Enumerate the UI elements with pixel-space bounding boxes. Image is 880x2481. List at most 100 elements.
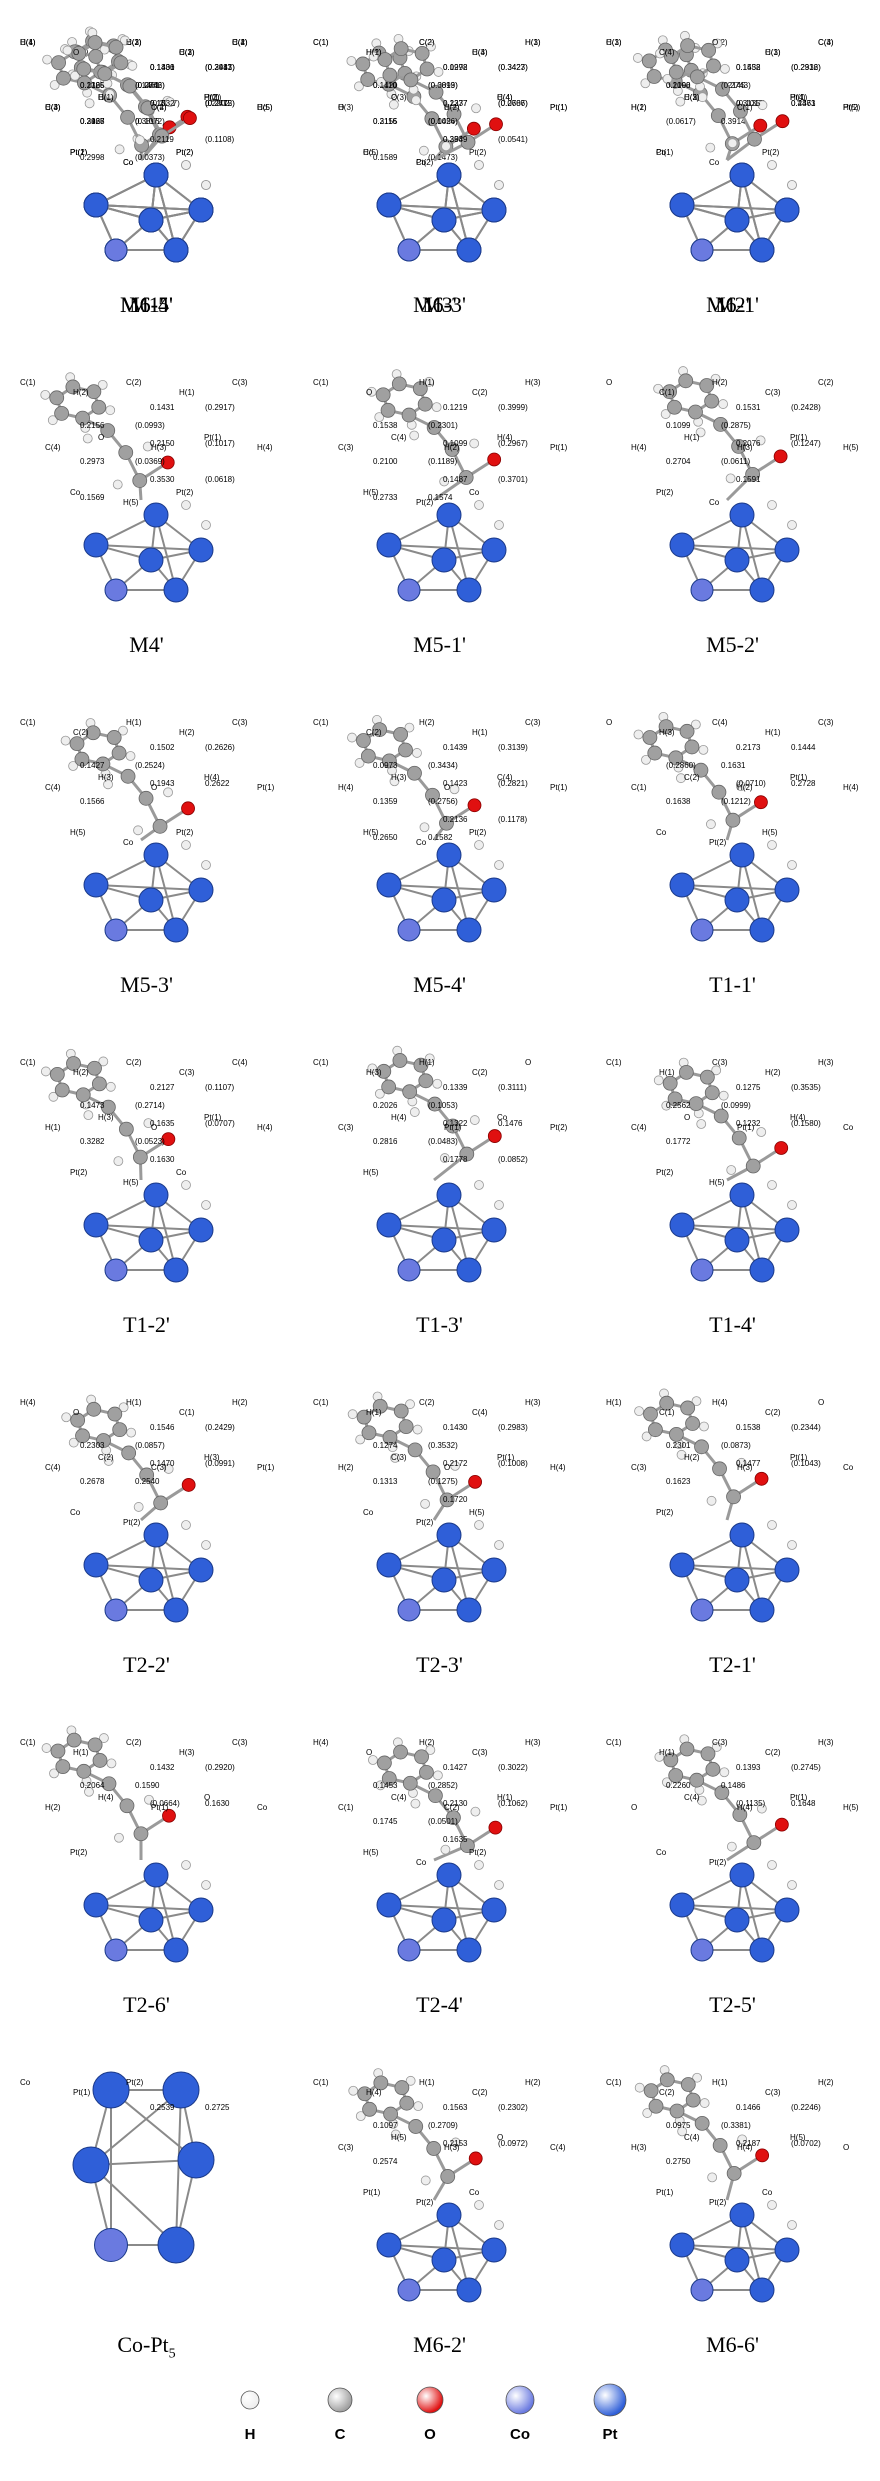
bond-value: (0.2316)	[791, 63, 821, 72]
atom-label: H(1)	[419, 378, 435, 387]
atom-label: H(1)	[659, 1748, 675, 1757]
bond-value: 0.1431	[150, 63, 175, 72]
cluster-bond	[90, 2089, 182, 2166]
bond-value: (0.0702)	[791, 2139, 821, 2148]
atom-label: C(3)	[232, 378, 248, 387]
atom-label: C(1)	[20, 1058, 36, 1067]
platinum-atom	[436, 842, 462, 868]
atom-label: H(2)	[712, 378, 728, 387]
platinum-atom	[724, 2247, 750, 2273]
molecule-structure: C(1)H(2)C(2)H(1)C(3)C(4)OH(3)Pt(1)H(4)Co…	[20, 372, 273, 603]
atom-label: H(4)	[737, 2143, 753, 2152]
bond-value: (0.2967)	[498, 439, 528, 448]
platinum-atom	[376, 192, 402, 218]
atom-label: C(4)	[659, 48, 675, 57]
platinum-atom	[376, 1892, 402, 1918]
atom-label: Pt(1)	[363, 2188, 381, 2197]
carbon-atom	[426, 2141, 442, 2156]
cluster-bond	[95, 1564, 202, 1571]
carbon-atom	[648, 1422, 663, 1438]
hydrogen-atom	[405, 1399, 415, 1410]
bond-value: (0.0993)	[135, 421, 165, 430]
bond-value: 0.2100	[666, 81, 691, 90]
platinum-atom	[456, 237, 482, 263]
bond-value: 0.3925	[80, 117, 105, 126]
carbon-atom	[402, 1775, 418, 1791]
atom-label: Pt(2)	[469, 828, 487, 837]
legend-label: Co	[510, 2426, 530, 2443]
cluster-bond	[388, 544, 495, 551]
hydrogen-atom	[62, 45, 73, 56]
platinum-atom	[669, 1552, 695, 1578]
atom-label: C(2)	[765, 1408, 781, 1417]
hydrogen-atom	[405, 2075, 416, 2086]
hydrogen-atom	[355, 1434, 366, 1445]
atom-label: C(1)	[126, 38, 142, 47]
bond-value: 0.2463	[791, 99, 816, 108]
platinum-atom	[431, 1227, 457, 1253]
bond-value: 0.2678	[80, 1477, 105, 1486]
legend-swatch	[505, 2385, 535, 2415]
hydrogen-atom	[718, 1090, 729, 1101]
hydrogen-atom	[767, 1860, 777, 1870]
atom-label: C(2)	[126, 378, 142, 387]
bond-value: (0.2742)	[135, 81, 165, 90]
carbon-atom	[382, 67, 398, 83]
platinum-atom	[138, 547, 164, 573]
atom-label: Co	[843, 1123, 854, 1132]
cobalt-atom	[104, 1258, 128, 1282]
carbon-atom	[111, 745, 127, 761]
atom-label: C(2)	[684, 773, 700, 782]
carbon-atom	[356, 1409, 372, 1425]
bond-value: (0.2786)	[498, 99, 528, 108]
cobalt-atom	[690, 578, 714, 602]
hydrogen-atom	[711, 1065, 722, 1076]
bond-value: (0.3013)	[428, 81, 458, 90]
atom-label: H(2)	[179, 728, 195, 737]
carbon-atom	[705, 1761, 721, 1777]
bond-value: 0.1546	[150, 1423, 175, 1432]
platinum-atom	[669, 532, 695, 558]
hydrogen-atom	[181, 500, 191, 510]
panel-label: M4'	[129, 632, 164, 657]
atom-label: H(2)	[126, 38, 142, 47]
hydrogen-atom	[450, 2137, 461, 2148]
hydrogen-atom	[49, 80, 60, 90]
atom-label: Pt(2)	[176, 148, 194, 157]
cluster-bond	[741, 174, 763, 251]
atom-label: O	[338, 103, 344, 112]
carbon-atom	[376, 1755, 392, 1771]
bond-value: (0.0611)	[721, 457, 751, 466]
atom-label: O	[606, 378, 612, 387]
platinum-atom	[143, 842, 169, 868]
carbon-atom	[97, 66, 113, 82]
hydrogen-atom	[736, 1457, 747, 1468]
bond-value: 0.1502	[150, 743, 175, 752]
hydrogen-atom	[787, 520, 797, 530]
carbon-atom	[688, 1096, 704, 1111]
bond-value: 0.2136	[443, 815, 468, 824]
platinum-atom	[138, 1907, 164, 1933]
carbon-atom	[119, 1798, 135, 1814]
carbon-atom	[688, 404, 703, 420]
bond-value: (0.2302)	[498, 2103, 528, 2112]
hydrogen-atom	[201, 1880, 211, 1890]
platinum-atom	[188, 1557, 214, 1583]
oxygen-atom	[160, 455, 175, 470]
bond-value: (0.3434)	[428, 761, 458, 770]
atom-label: C(1)	[606, 1058, 622, 1067]
atom-label: Co	[656, 1848, 667, 1857]
hydrogen-atom	[114, 144, 125, 155]
bond-value: (0.3427)	[498, 63, 528, 72]
atom-label: H(5)	[843, 103, 859, 112]
bond-value: 0.1313	[373, 1477, 398, 1486]
hydrogen-atom	[126, 1427, 137, 1438]
atom-label: C(4)	[684, 2133, 700, 2142]
hydrogen-atom	[181, 160, 191, 170]
bond-value: (0.2875)	[721, 421, 751, 430]
bond-value: 0.2728	[791, 779, 816, 788]
bond-value: (0.1108)	[205, 135, 235, 144]
atom-label: H(4)	[257, 1123, 273, 1132]
carbon-atom	[685, 1416, 700, 1431]
